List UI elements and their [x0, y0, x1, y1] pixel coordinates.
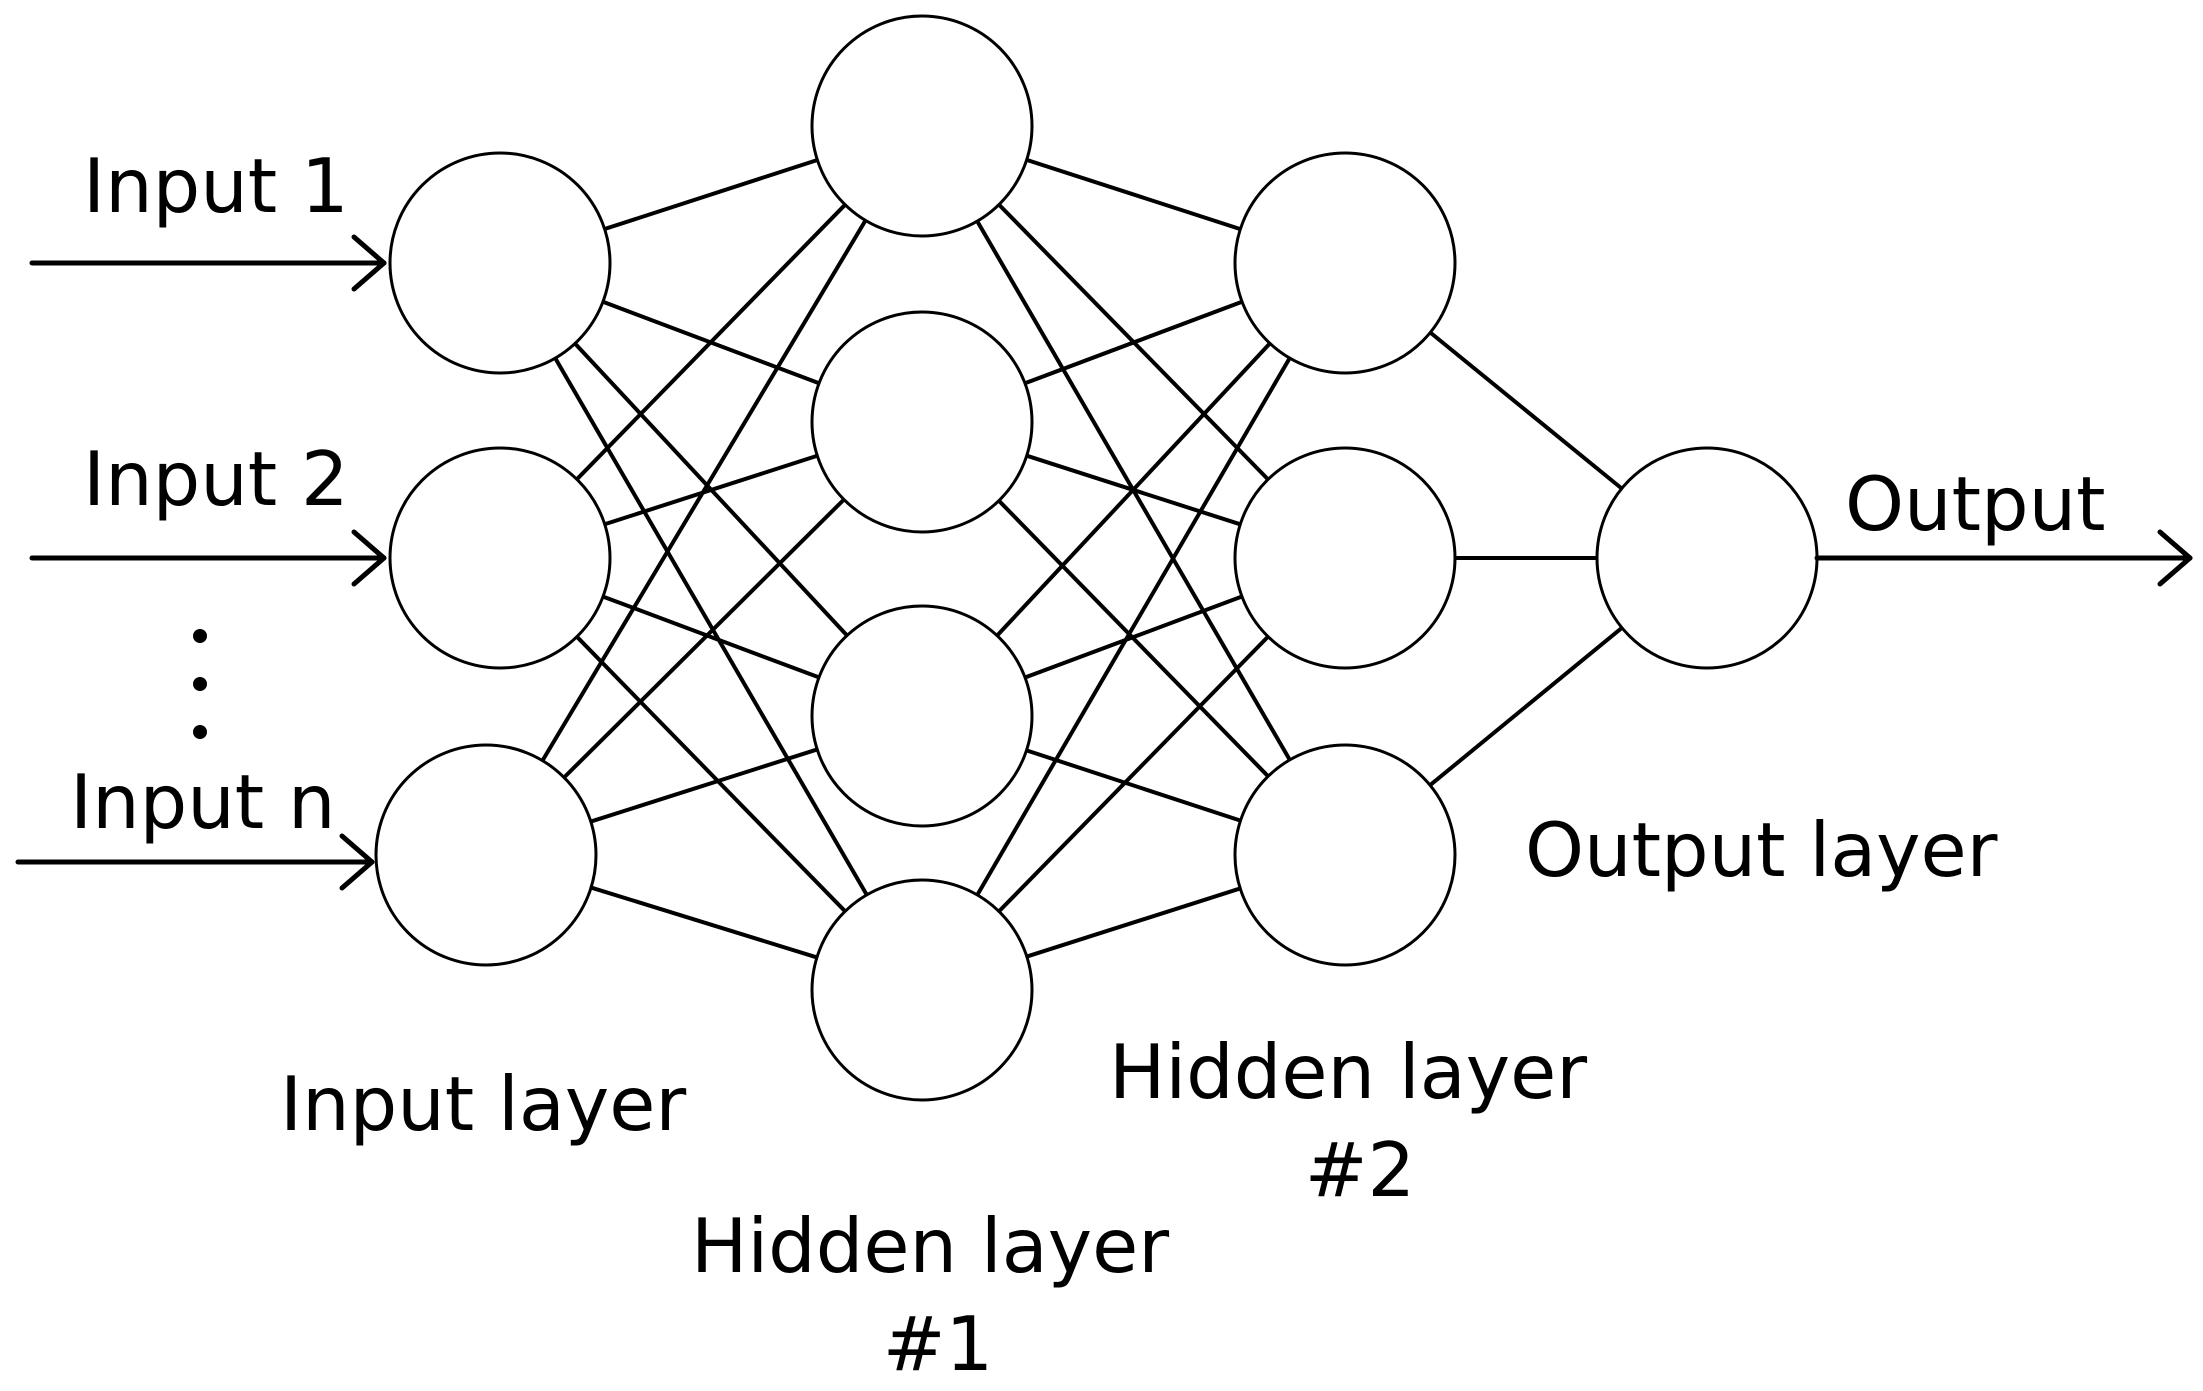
hidden-layer-2-label: Hidden layer	[1109, 1028, 1587, 1116]
input-1-label: Input 1	[83, 142, 349, 230]
hidden-layer-1-neuron-2	[810, 310, 1034, 534]
ellipsis-dot	[193, 677, 207, 691]
input-layer-neuron-1	[388, 151, 612, 375]
input-n-label: Input n	[70, 758, 336, 846]
hidden-layer-1-neuron-3	[810, 604, 1034, 828]
connection-l1-n2-to-n0	[995, 342, 1272, 637]
ellipsis-dot	[193, 725, 207, 739]
output-label: Output	[1845, 460, 2106, 548]
connection-l1-n0-to-n0	[1026, 157, 1241, 232]
connection-l0-n1-to-n3	[575, 635, 847, 913]
hidden-layer-2-neuron-3	[1233, 743, 1457, 967]
input-n-arrow	[15, 833, 375, 891]
output-layer-label: Output layer	[1525, 806, 1998, 894]
connection-l0-n2-to-n0	[540, 219, 868, 762]
connection-l0-n0-to-n0	[604, 158, 818, 231]
connection-l2-n2-to-n0	[1428, 626, 1624, 787]
hidden-layer-2-neuron-2	[1233, 446, 1457, 670]
connection-l1-n3-to-n1	[997, 635, 1270, 913]
output-layer-neuron-1	[1595, 446, 1819, 670]
input-2-label: Input 2	[83, 435, 349, 523]
input-1-arrow-head	[351, 234, 387, 292]
connection-l0-n1-to-n1	[604, 453, 818, 527]
connection-l0-n2-to-n3	[590, 885, 818, 960]
ellipsis-dots	[193, 629, 207, 739]
ellipsis-dot	[193, 629, 207, 643]
input-2-arrow	[29, 529, 387, 587]
hidden-layer-1-label: Hidden layer	[691, 1202, 1169, 1290]
connection-l0-n1-to-n0	[575, 203, 847, 481]
connection-l1-n1-to-n0	[1024, 299, 1243, 386]
input-2-arrow-head	[351, 529, 387, 587]
hidden-layer-1-neuron-1	[810, 14, 1034, 238]
connection-l0-n2-to-n2	[590, 747, 818, 824]
connection-l1-n3-to-n2	[1026, 886, 1241, 959]
hidden-layer-2-neuron-1	[1233, 151, 1457, 375]
connection-l1-n2-to-n1	[1024, 594, 1243, 680]
input-n-arrow-head	[339, 833, 375, 891]
neurons	[374, 14, 1819, 1102]
io-arrows	[15, 234, 2193, 891]
connections	[540, 157, 1624, 960]
input-layer-label: Input layer	[280, 1060, 686, 1148]
connection-l0-n2-to-n1	[562, 498, 846, 779]
input-layer-neuron-3	[374, 743, 598, 967]
output-arrow	[1814, 529, 2193, 587]
hidden-layer-2-number: #2	[1305, 1126, 1416, 1214]
connection-l1-n2-to-n2	[1025, 748, 1242, 823]
hidden-layer-1-number: #1	[883, 1300, 994, 1388]
input-1-arrow	[29, 234, 387, 292]
input-layer-neuron-2	[388, 446, 612, 670]
connection-l0-n1-to-n2	[602, 594, 820, 680]
hidden-layer-1-neuron-4	[810, 878, 1034, 1102]
connection-l2-n0-to-n0	[1429, 330, 1623, 491]
output-arrow-head	[2157, 529, 2193, 587]
connection-l1-n3-to-n0	[975, 357, 1292, 896]
